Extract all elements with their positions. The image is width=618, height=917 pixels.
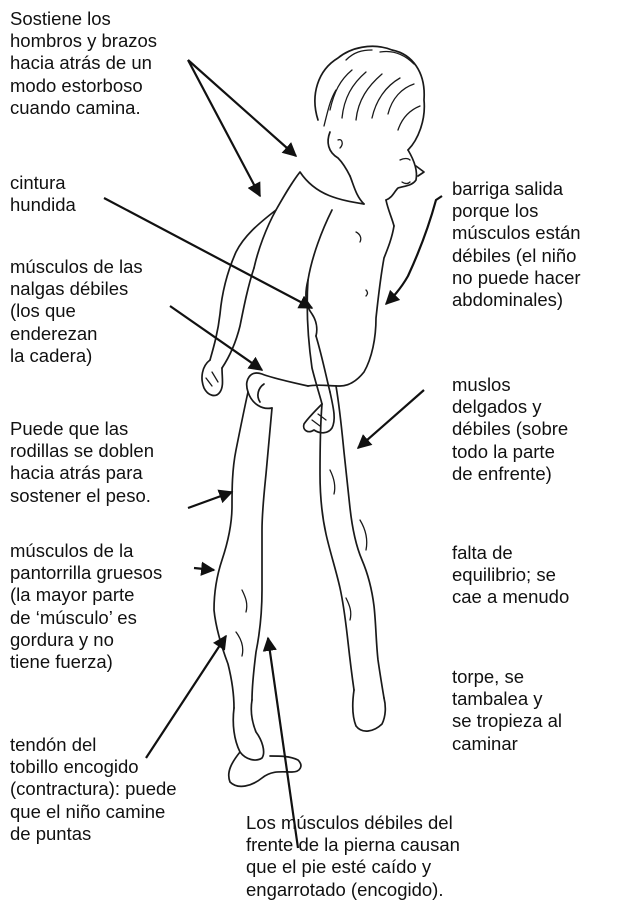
label-knees: Puede que las rodillas se doblen hacia a… (10, 418, 154, 507)
label-calf: músculos de la pantorrilla gruesos (la m… (10, 540, 162, 673)
label-belly: barriga salida porque los músculos están… (452, 178, 581, 311)
belly-arrow (386, 196, 442, 304)
child-hips (247, 373, 308, 408)
shoulders-arrow-2 (188, 60, 260, 196)
thighs-arrow (358, 390, 424, 448)
label-tendon: tendón del tobillo encogido (contractura… (10, 734, 177, 845)
label-waist: cintura hundida (10, 172, 76, 216)
label-buttocks: músculos de las nalgas débiles (los que … (10, 256, 143, 367)
label-foot: Los músculos débiles del frente de la pi… (246, 812, 460, 901)
child-front-arm (304, 280, 335, 433)
knees-arrow (188, 492, 232, 508)
child-head (328, 132, 424, 200)
child-torso (254, 172, 394, 386)
label-shoulders: Sostiene los hombros y brazos hacia atrá… (10, 8, 157, 119)
buttocks-arrow (170, 306, 262, 370)
shoulders-arrow-1 (188, 60, 296, 156)
label-clumsy: torpe, se tambalea y se tropieza al cami… (452, 666, 562, 755)
calf-arrow (194, 568, 214, 570)
label-thighs: muslos delgados y débiles (sobre todo la… (452, 374, 568, 485)
label-balance: falta de equilibrio; se cae a menudo (452, 542, 569, 609)
child-front-leg (320, 386, 385, 731)
child-back-leg (214, 392, 301, 786)
child-back-arm (202, 210, 276, 395)
child-hair (315, 46, 424, 150)
